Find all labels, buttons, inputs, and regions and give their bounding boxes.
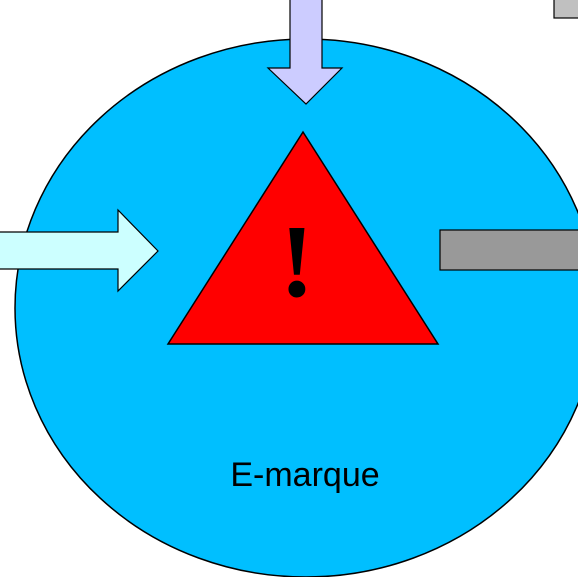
warning-triangle <box>166 130 440 345</box>
warning-exclamation: ! <box>280 204 315 319</box>
left-arrow <box>0 208 159 293</box>
circle-label: E-marque <box>230 456 379 494</box>
corner-box <box>553 0 578 19</box>
top-arrow <box>266 0 344 105</box>
right-bar <box>439 229 578 271</box>
